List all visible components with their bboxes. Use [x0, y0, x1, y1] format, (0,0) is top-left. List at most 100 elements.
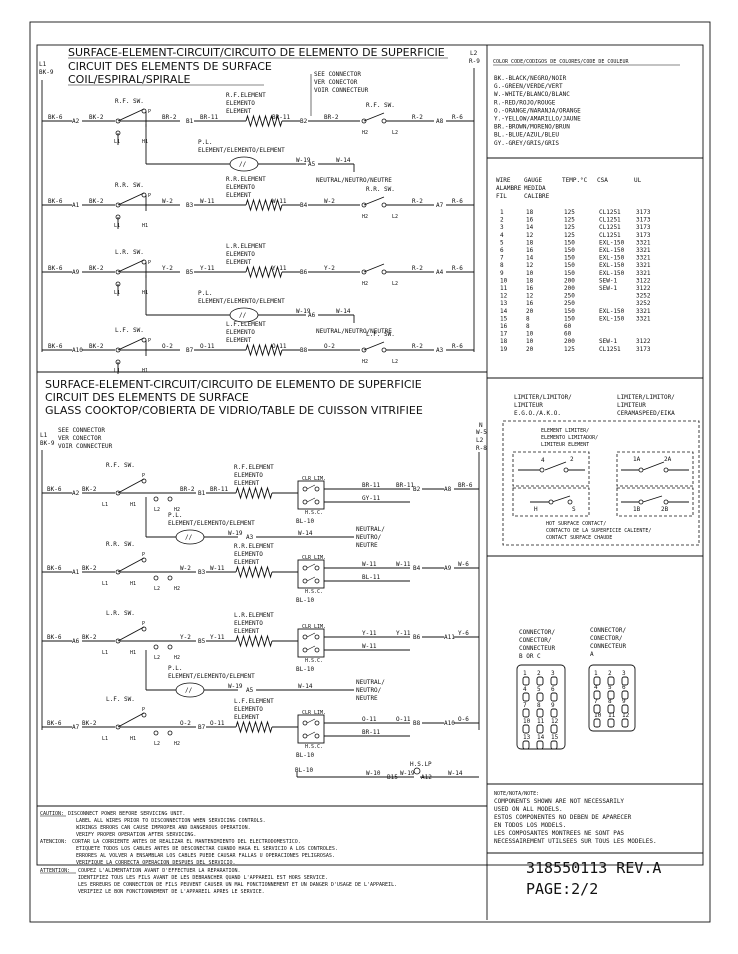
glass-switch-label: R.R. SW. — [106, 541, 135, 548]
glass-h2-label: H2 — [174, 655, 180, 661]
wire-cell: 12 — [526, 232, 534, 239]
limiter-left-1: LIMITER/LIMITOR/ — [514, 394, 572, 401]
coil-left-wire: BK-6 — [48, 265, 63, 272]
wire-cell: 10 — [500, 277, 508, 284]
connector-a-pin-label: 7 — [594, 698, 598, 705]
wire-cell: 60 — [564, 323, 572, 330]
coil-switch-wire: BK-2 — [89, 198, 104, 205]
wire-cell: 16 — [526, 300, 534, 307]
connector-a-pin — [621, 704, 629, 714]
coil-w3: W-2 — [324, 198, 335, 205]
glass-bl-wire: BL-10 — [296, 666, 314, 673]
coil-w2: W-11 — [272, 198, 287, 205]
connector-a-pin-label: 2 — [608, 670, 612, 677]
clr-lim-label: CLR LIM. — [302, 476, 326, 482]
glass-left-wire: BK-6 — [47, 565, 62, 572]
glass-pl-w1: W-19 — [228, 683, 243, 690]
terminal — [302, 578, 308, 584]
wire — [306, 632, 316, 638]
wire — [117, 478, 145, 494]
coil-switch-label: L.F. SW. — [115, 327, 144, 334]
connector-a-pin — [621, 690, 629, 700]
pilot-light-slash: // — [185, 534, 193, 541]
wire-cell: 18 — [526, 277, 534, 284]
coil-right-wire: R-6 — [452, 265, 463, 272]
hsc-label: H.S.C. — [305, 658, 323, 664]
wire-cell: 16 — [526, 217, 534, 224]
glass-element-label-2: ELEMENTO — [234, 551, 263, 558]
caution-line-1: DISCONNECT POWER BEFORE SERVICING UNIT. — [68, 811, 185, 817]
coil-title-3: COIL/ESPIRAL/SPIRALE — [68, 73, 190, 86]
page-number: PAGE:2/2 — [526, 880, 598, 898]
glass-title-3: GLASS COOKTOP/COBIERTA DE VIDRIO/TABLE D… — [45, 404, 423, 417]
glass-pl-neutral-2: NEUTRO/ — [356, 687, 382, 694]
wire-header2-1: ALAMBRE — [496, 185, 522, 192]
limiter-section: LIMITER/LIMITOR/ LIMITEUR E.G.O./A.K.O. … — [502, 394, 700, 546]
wire-cell: 3173 — [636, 209, 651, 216]
glass-b-term: B1 — [198, 490, 206, 497]
heating-element-coil — [235, 486, 273, 500]
terminal — [302, 634, 308, 640]
wire-cell: 12 — [500, 293, 508, 300]
coil-term-a: A9 — [72, 269, 80, 276]
coil-w1: O-11 — [200, 343, 215, 350]
wire-cell: 150 — [564, 308, 575, 315]
connector-a-pin — [621, 718, 629, 728]
coil-l2-label: L2 — [392, 359, 398, 365]
wire-header-2: GAUGE — [524, 177, 542, 184]
coil-h1-label: H1 — [142, 223, 148, 229]
wire-header-1: WIRE — [496, 177, 511, 184]
coil-switch-wire: BK-2 — [89, 343, 104, 350]
inner-frame — [36, 44, 704, 866]
glass-element-label-3: ELEMENT — [234, 628, 260, 635]
coil-b-term: B3 — [186, 202, 194, 209]
wire-cell: SEW-1 — [599, 285, 617, 292]
coil-h1-label: H1 — [142, 290, 148, 296]
glass-l2-label: L2 — [154, 655, 160, 661]
wire-cell: 13 — [500, 300, 508, 307]
glass-pl-label-2: ELEMENT/ELEMENTO/ELEMENT — [168, 520, 255, 527]
wire — [306, 497, 316, 503]
see-connector-4: SEE CONNECTOR — [58, 427, 105, 434]
glass-lim-wire: W-11 — [362, 561, 377, 568]
terminal — [381, 269, 387, 275]
glass-l1-label: L1 — [102, 502, 108, 508]
connector-a-pin-label: 8 — [608, 698, 612, 705]
outer-frame — [29, 21, 711, 923]
conn-right-4: A — [590, 651, 594, 658]
coil-element-label-2: ELEMENTO — [226, 100, 255, 107]
connector-a-pin — [607, 704, 615, 714]
glass-l1-label: L1 — [102, 736, 108, 742]
terminal — [302, 733, 308, 739]
see-connector-6: VOIR CONNECTEUR — [58, 443, 113, 450]
glass-right-wire: BR-6 — [458, 482, 473, 489]
hsc-label: H.S.C. — [305, 510, 323, 516]
glass-switch-wire: BK-2 — [82, 720, 97, 727]
l2-label: L2 — [470, 50, 478, 57]
glass-w1: Y-11 — [210, 634, 225, 641]
coil-pl-neutral: NEUTRAL/NEUTRO/NEUTRE — [316, 177, 392, 184]
limiter-inner-1: ELEMENT LIMITER/ — [541, 428, 589, 434]
conn-right-2: CONECTOR/ — [590, 635, 623, 642]
wire — [363, 196, 385, 206]
note-4: ESTOS COMPONENTES NO DEBEN DE APARECER — [494, 814, 632, 821]
coil-right-switch-label: R.F. SW. — [366, 102, 395, 109]
wire-cell: 3321 — [636, 255, 651, 262]
glass-p-label: P — [142, 621, 145, 627]
coil-element-label-2: ELEMENTO — [226, 184, 255, 191]
glass-element-label-3: ELEMENT — [234, 714, 260, 721]
coil-w4: R-2 — [412, 198, 423, 205]
coil-out-wire: BR-2 — [162, 114, 177, 121]
part-number: 318550113 REV.A — [526, 859, 661, 877]
wire-header3-1: FIL — [496, 193, 507, 200]
glass-term-a: A6 — [72, 638, 80, 645]
